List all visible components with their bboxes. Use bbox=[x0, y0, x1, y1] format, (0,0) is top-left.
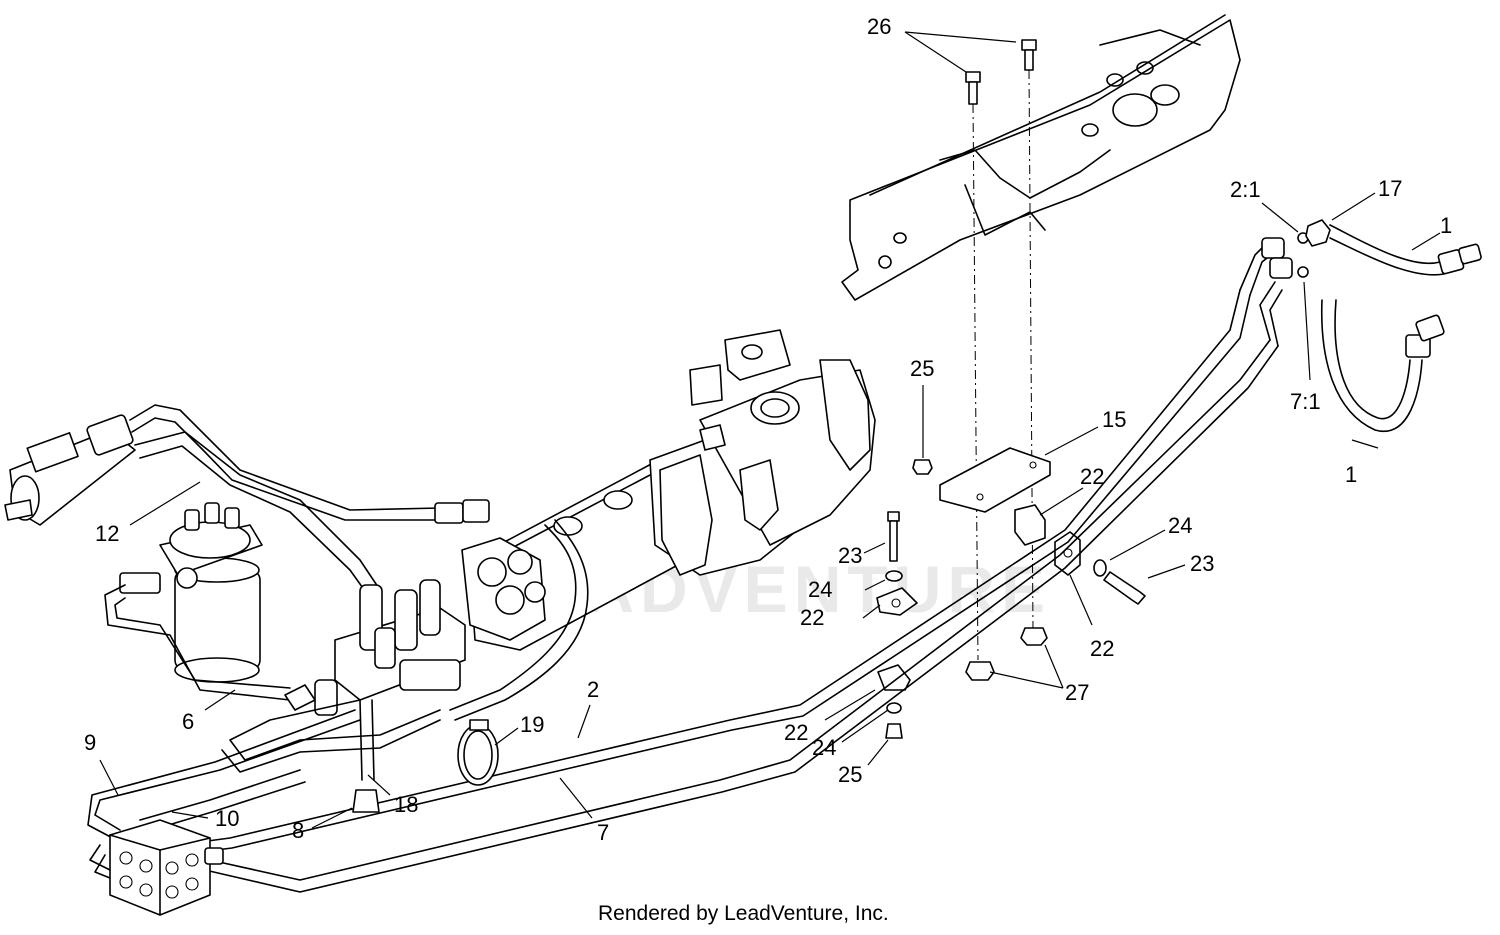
hydraulic-tube-12 bbox=[129, 404, 490, 524]
callout-7-1: 7:1 bbox=[1290, 389, 1321, 414]
hydraulic-tube-6 bbox=[104, 584, 291, 701]
centerline-left bbox=[972, 103, 979, 661]
callout-10: 10 bbox=[215, 806, 239, 831]
callout-19: 19 bbox=[520, 712, 544, 737]
bolt-23-middle bbox=[887, 511, 900, 562]
callout-8: 8 bbox=[292, 818, 304, 843]
washer-24-right bbox=[1093, 559, 1107, 577]
bolt-23-right bbox=[1103, 571, 1146, 605]
flange-nut-27-right bbox=[1020, 627, 1048, 646]
callout-15: 15 bbox=[1102, 407, 1126, 432]
callout-2: 2 bbox=[587, 677, 599, 702]
callout-17: 17 bbox=[1378, 176, 1402, 201]
credit-text: Rendered by LeadVenture, Inc. bbox=[598, 902, 889, 925]
hose-1-lower bbox=[1320, 299, 1445, 433]
washer-24-middle bbox=[885, 570, 903, 582]
hydraulic-pump bbox=[461, 329, 876, 651]
control-valve bbox=[284, 579, 466, 716]
bolt-26-left bbox=[965, 71, 981, 105]
callout-12: 12 bbox=[95, 521, 119, 546]
hydraulic-cylinder bbox=[4, 414, 136, 526]
leader-lines bbox=[99, 31, 1441, 829]
hydraulic-tube-18 bbox=[359, 699, 375, 781]
callout-22-upper: 22 bbox=[1080, 464, 1104, 489]
callout-22-right: 22 bbox=[1090, 636, 1114, 661]
callout-6: 6 bbox=[182, 709, 194, 734]
callout-2-1: 2:1 bbox=[1230, 177, 1261, 202]
callout-24-right: 24 bbox=[1168, 513, 1192, 538]
callout-23-right: 23 bbox=[1190, 551, 1214, 576]
callout-1-top: 1 bbox=[1440, 213, 1452, 238]
callout-27: 27 bbox=[1065, 680, 1089, 705]
pump-hose bbox=[449, 519, 589, 721]
filter-assembly bbox=[119, 502, 263, 683]
manifold-block bbox=[109, 819, 224, 916]
bolt-26-right bbox=[1021, 39, 1037, 71]
hydraulic-tube-9 bbox=[87, 709, 361, 843]
clamp-block-22-middle bbox=[876, 587, 918, 616]
callout-24-middle: 24 bbox=[808, 577, 832, 602]
callout-22-lower: 22 bbox=[784, 720, 808, 745]
tube-loop-upper bbox=[134, 431, 381, 599]
nut-17 bbox=[1305, 219, 1331, 247]
washer-24-lower bbox=[886, 702, 902, 714]
clamp-block-22-upper bbox=[1014, 504, 1046, 546]
callout-23-middle: 23 bbox=[838, 543, 862, 568]
nut-25-bottom bbox=[885, 723, 903, 739]
o-ring-7-1 bbox=[1297, 266, 1309, 278]
callout-24-lower: 24 bbox=[812, 735, 836, 760]
callout-7: 7 bbox=[597, 820, 609, 845]
clamp-block-22-right bbox=[1054, 531, 1081, 576]
callout-25-bottom: 25 bbox=[838, 762, 862, 787]
callout-25-top: 25 bbox=[910, 356, 934, 381]
callout-22-middle: 22 bbox=[800, 605, 824, 630]
frame-rail bbox=[841, 14, 1241, 301]
hydraulic-tube-7 bbox=[204, 339, 1279, 893]
callout-26: 26 bbox=[867, 14, 891, 39]
tube-upper-ends bbox=[1239, 237, 1293, 347]
flange-nut-27-left bbox=[965, 661, 995, 681]
centerline-right bbox=[1028, 69, 1034, 631]
nut-8 bbox=[352, 789, 380, 813]
clamp-block-22-lower bbox=[877, 664, 911, 691]
bracket-15 bbox=[939, 447, 1051, 513]
hydraulic-tube-2 bbox=[199, 289, 1251, 853]
hose-clamp-19 bbox=[457, 719, 499, 786]
callout-18: 18 bbox=[394, 792, 418, 817]
nut-25-top bbox=[912, 459, 933, 475]
callout-1-bottom: 1 bbox=[1345, 462, 1357, 487]
callout-9: 9 bbox=[84, 730, 96, 755]
hose-1-upper bbox=[1329, 224, 1482, 276]
